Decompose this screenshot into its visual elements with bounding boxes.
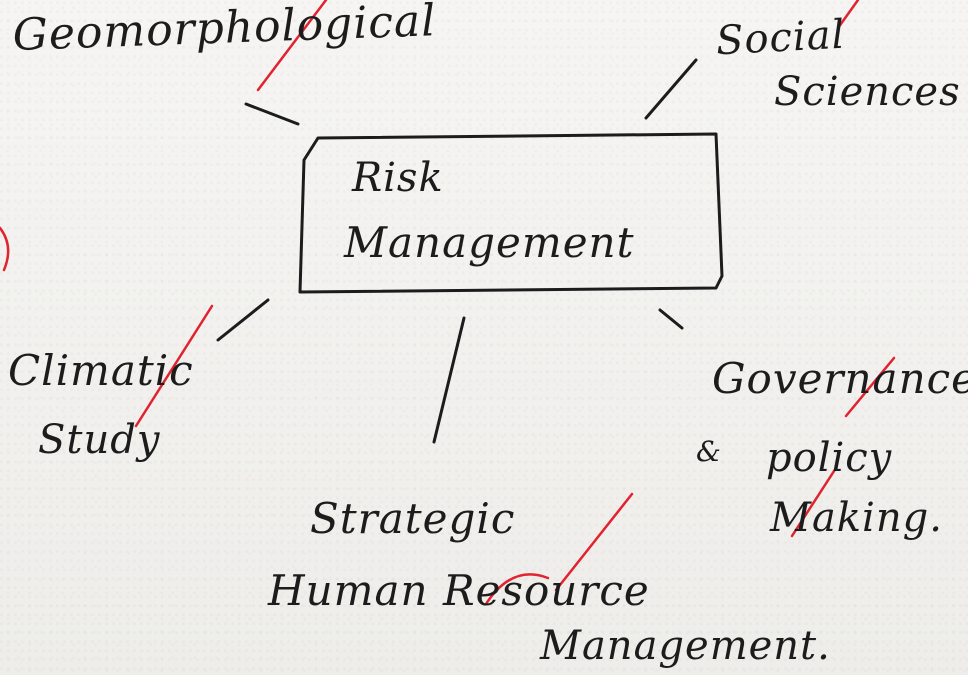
connector-social-sciences [644,58,698,120]
correction-mark-policy [790,466,838,538]
branch-label-governance-ampersand: & [696,435,722,468]
branch-label-social-line2: Sciences [774,69,961,115]
branch-label-climatic-line1: Climatic [8,346,194,395]
correction-mark-geomorphological [256,0,328,92]
branch-label-governance-line1: Governance [712,354,968,403]
connector-geomorphological [244,102,300,126]
center-label-line1: Risk [352,155,444,201]
correction-mark-social [836,0,860,30]
branch-label-strategic-line1: Strategic [310,494,516,543]
center-box [298,132,724,294]
connector-strategic-hrm [432,316,466,444]
center-label-line2: Management [344,218,635,267]
branch-label-strategic-line3: Management. [540,623,831,669]
correction-mark-governance [844,356,896,418]
branch-label-governance-line3: Making. [770,495,943,541]
connector-governance [658,308,684,330]
branch-label-governance-line2: policy [766,435,893,481]
branch-label-strategic-line2: Human Resource [268,566,650,615]
correction-mark-resource [484,573,550,606]
branch-label-climatic-line2: Study [38,417,161,463]
correction-mark-left-edge [0,226,10,272]
correction-mark-climatic [134,304,214,428]
correction-mark-strategic [554,492,634,592]
branch-label-social-line1: Social [714,11,847,65]
connector-climatic-study [216,298,270,342]
